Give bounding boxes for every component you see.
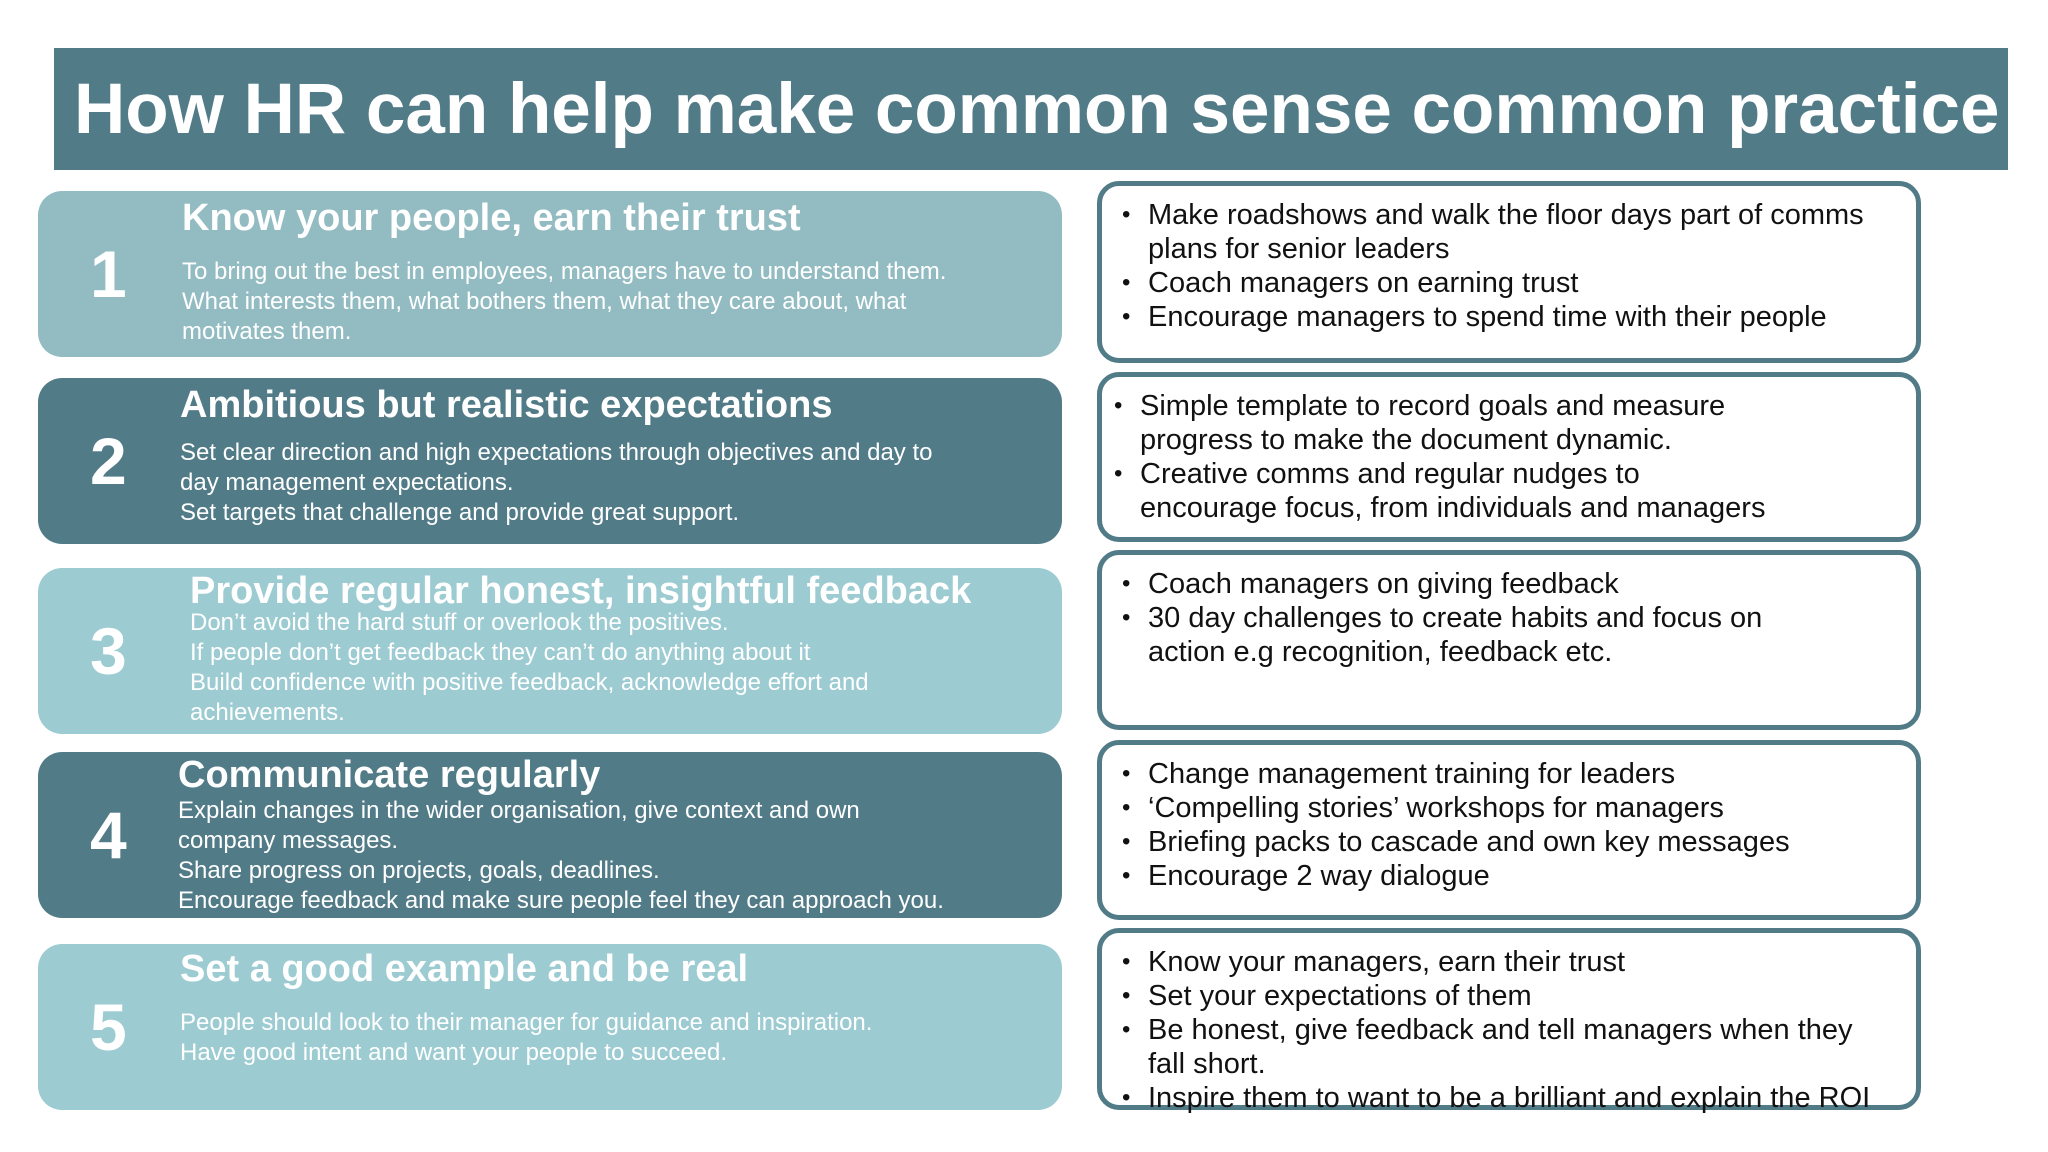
- step-description: Set clear direction and high expectation…: [180, 439, 933, 526]
- tips-list: Change management training for leaders ‘…: [1122, 757, 1896, 893]
- step-description: Explain changes in the wider organisatio…: [178, 797, 944, 914]
- step-number: 2: [90, 424, 127, 498]
- tips-list: Simple template to record goals and meas…: [1114, 389, 1896, 525]
- tips-box-4: Change management training for leaders ‘…: [1097, 740, 1921, 920]
- step-card-4: 4 Communicate regularly Explain changes …: [38, 752, 1062, 918]
- tip-item: 30 day challenges to create habits and f…: [1122, 601, 1896, 669]
- tip-item: Creative comms and regular nudges to enc…: [1114, 457, 1896, 525]
- tips-box-5: Know your managers, earn their trust Set…: [1097, 928, 1921, 1115]
- step-number: 1: [90, 237, 127, 311]
- step-heading: Provide regular honest, insightful feedb…: [190, 570, 972, 612]
- step-number: 5: [90, 990, 127, 1064]
- tips-list: Know your managers, earn their trust Set…: [1122, 945, 1896, 1115]
- tip-item: Change management training for leaders: [1122, 757, 1896, 791]
- step-description: People should look to their manager for …: [180, 1009, 873, 1066]
- step-description: To bring out the best in employees, mana…: [182, 258, 947, 345]
- step-card-3: 3 Provide regular honest, insightful fee…: [38, 568, 1062, 734]
- tips-box-2: Simple template to record goals and meas…: [1097, 372, 1921, 542]
- tip-item: Be honest, give feedback and tell manage…: [1122, 1013, 1896, 1081]
- step-card-5: 5 Set a good example and be real People …: [38, 944, 1062, 1110]
- tips-list: Coach managers on giving feedback 30 day…: [1122, 567, 1896, 669]
- tips-box-3: Coach managers on giving feedback 30 day…: [1097, 550, 1921, 730]
- step-number: 3: [90, 614, 127, 688]
- step-heading: Set a good example and be real: [180, 948, 749, 990]
- tip-item: Briefing packs to cascade and own key me…: [1122, 825, 1896, 859]
- tip-item: Set your expectations of them: [1122, 979, 1896, 1013]
- step-heading: Communicate regularly: [178, 754, 601, 796]
- tip-item: Simple template to record goals and meas…: [1114, 389, 1896, 457]
- tip-item: Coach managers on giving feedback: [1122, 567, 1896, 601]
- tip-item: ‘Compelling stories’ workshops for manag…: [1122, 791, 1896, 825]
- tip-item: Make roadshows and walk the floor days p…: [1122, 198, 1896, 266]
- tips-box-1: Make roadshows and walk the floor days p…: [1097, 181, 1921, 363]
- tips-list: Make roadshows and walk the floor days p…: [1122, 198, 1896, 334]
- step-heading: Ambitious but realistic expectations: [180, 384, 833, 426]
- tip-item: Coach managers on earning trust: [1122, 266, 1896, 300]
- tip-item: Encourage 2 way dialogue: [1122, 859, 1896, 893]
- tip-item: Inspire them to want to be a brilliant a…: [1122, 1081, 1896, 1115]
- step-heading: Know your people, earn their trust: [182, 197, 801, 239]
- title-banner: How HR can help make common sense common…: [54, 48, 2008, 170]
- step-card-1: 1 Know your people, earn their trust To …: [38, 191, 1062, 357]
- tip-item: Know your managers, earn their trust: [1122, 945, 1896, 979]
- step-description: Don’t avoid the hard stuff or overlook t…: [190, 609, 869, 726]
- step-number: 4: [90, 798, 127, 872]
- step-card-2: 2 Ambitious but realistic expectations S…: [38, 378, 1062, 544]
- page-title: How HR can help make common sense common…: [74, 69, 2000, 149]
- tip-item: Encourage managers to spend time with th…: [1122, 300, 1896, 334]
